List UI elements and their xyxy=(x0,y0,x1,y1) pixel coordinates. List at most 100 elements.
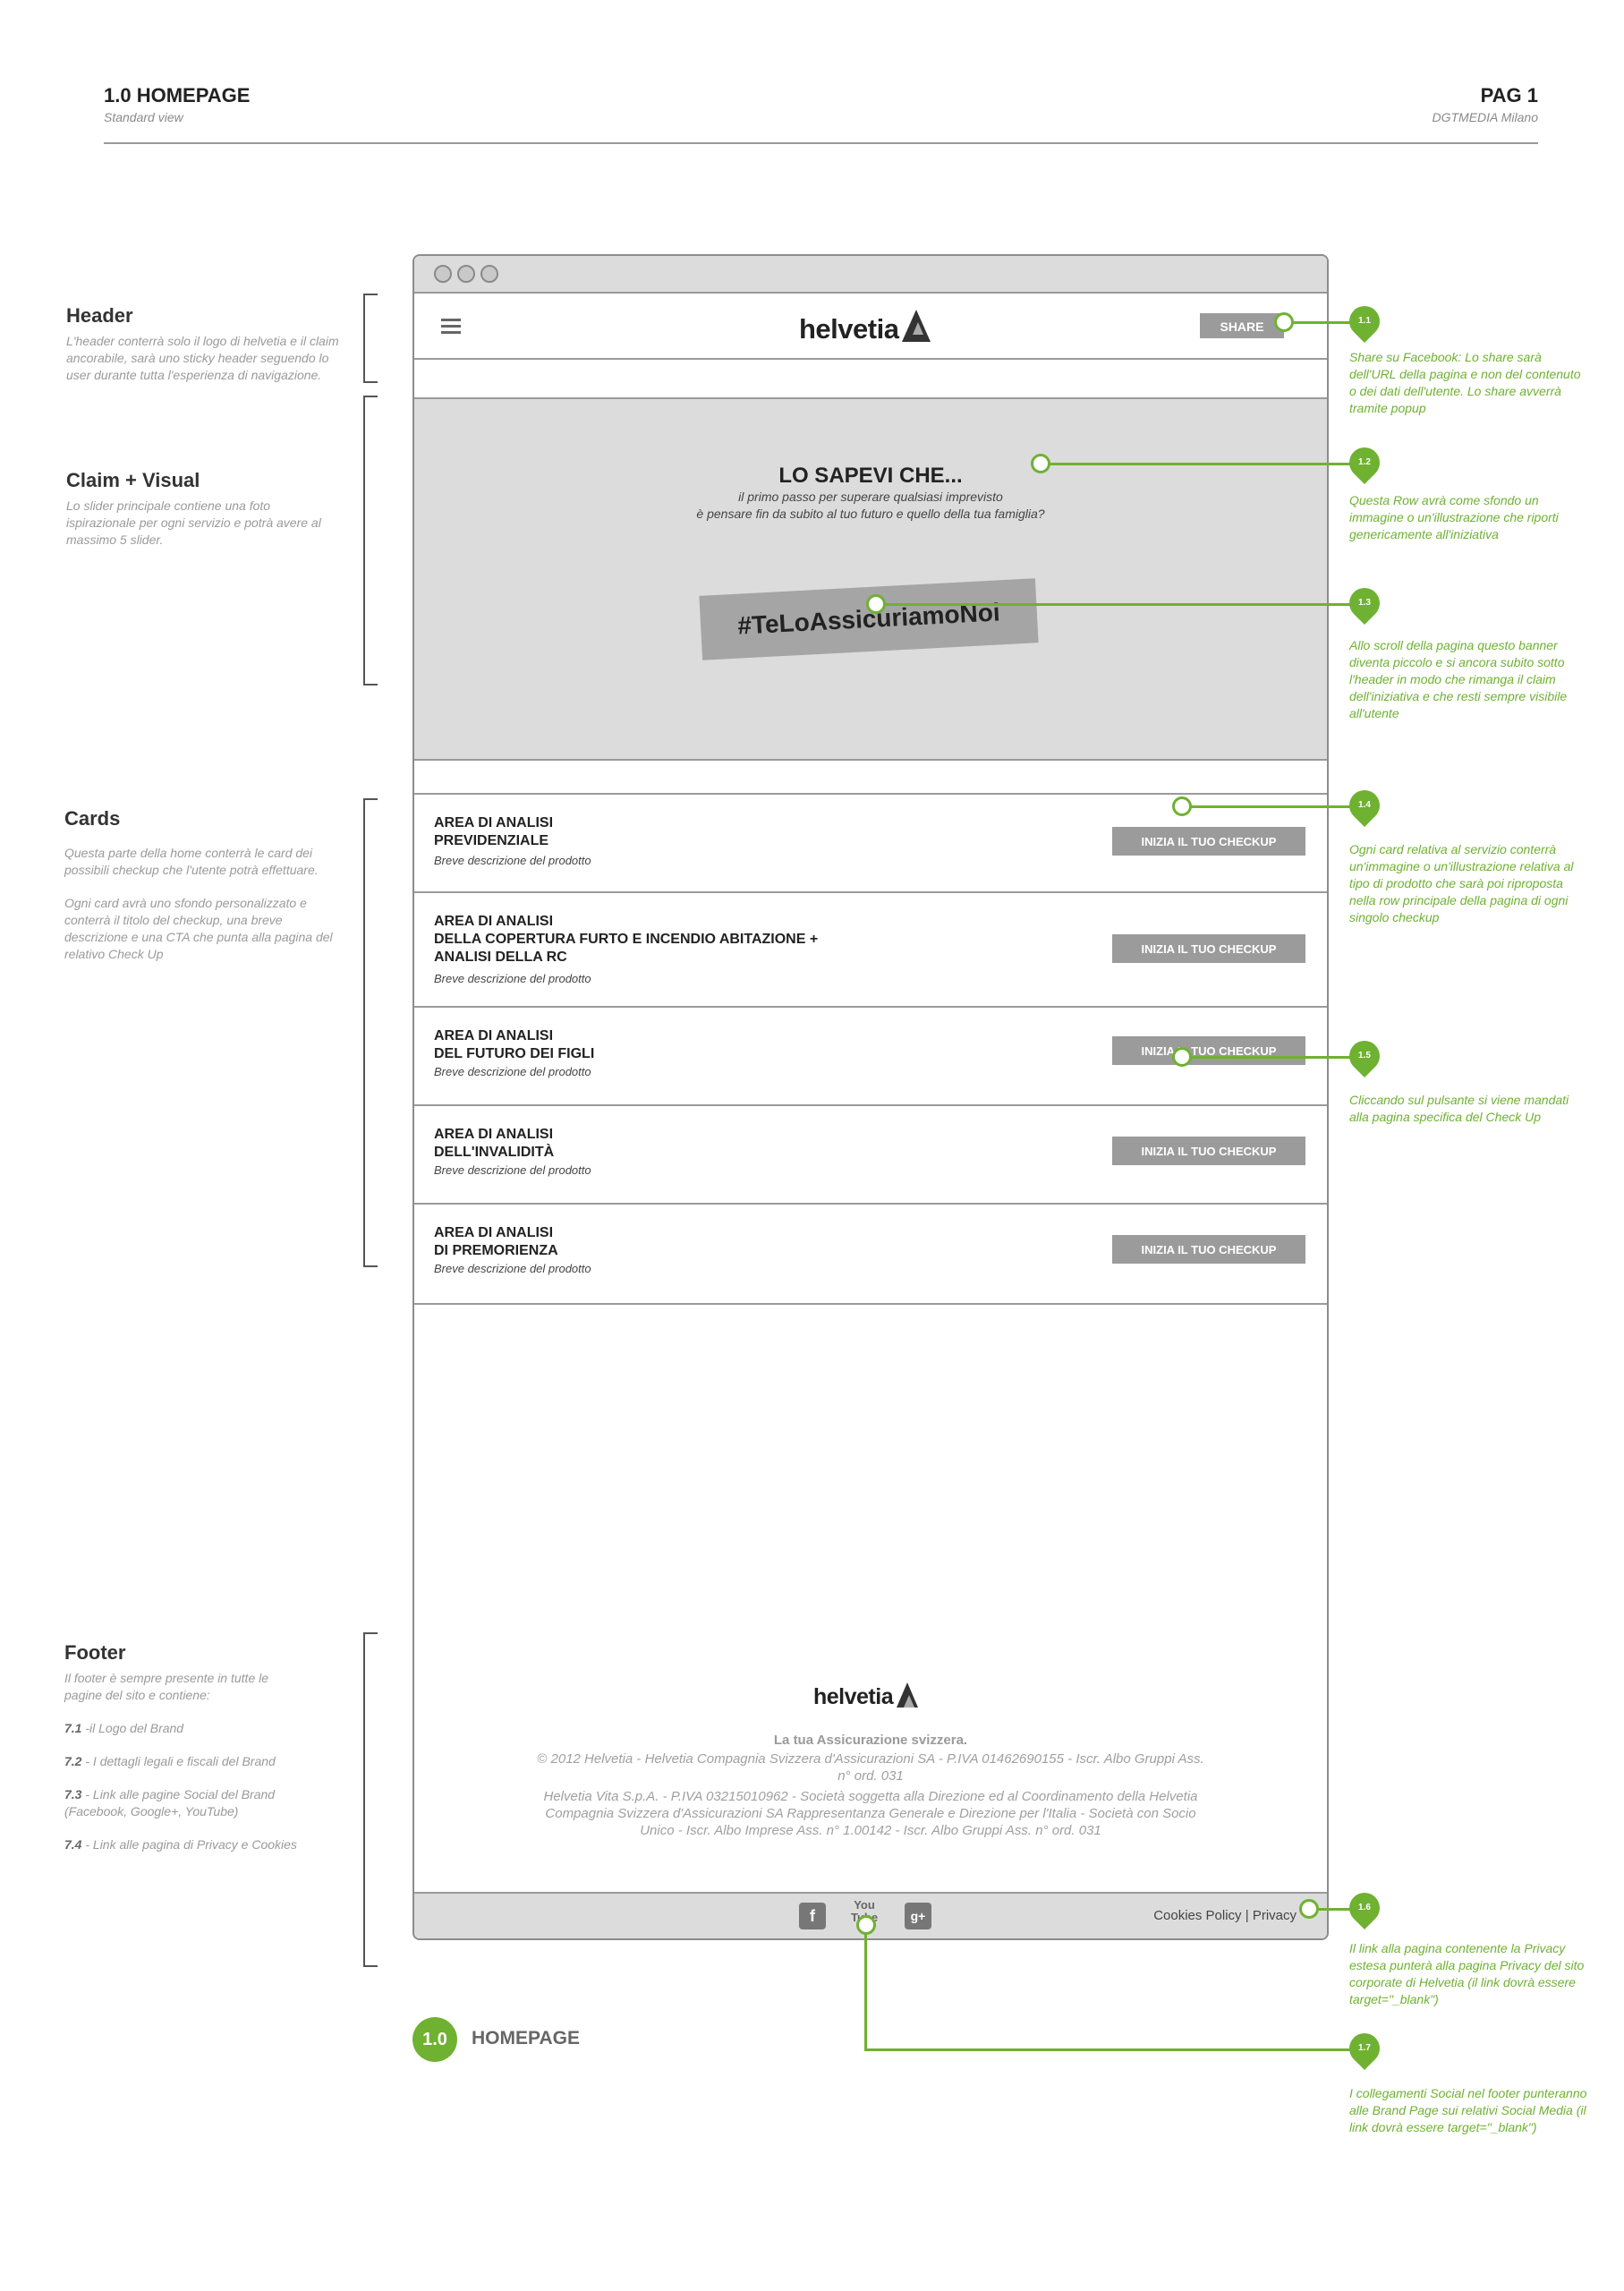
page-number: PAG 1 xyxy=(1480,84,1538,106)
annotation-1-5: Cliccando sul pulsante si viene mandati … xyxy=(1349,1093,1569,1124)
pin-label-1-1: 1.1 xyxy=(1358,316,1371,326)
card-divider xyxy=(414,1104,1327,1106)
connector-1-6 xyxy=(1315,1908,1353,1911)
hamburger-menu-icon[interactable] xyxy=(441,319,461,337)
checkup-button-2[interactable]: INIZIA IL TUO CHECKUP xyxy=(1112,934,1305,963)
cards-section-title: Cards xyxy=(64,807,121,830)
footer-legal-1: © 2012 Helvetia - Helvetia Compagnia Svi… xyxy=(537,1751,1204,1784)
annotation-1-3: Allo scroll della pagina questo banner d… xyxy=(1349,638,1568,720)
claim-bracket xyxy=(363,396,378,686)
helvetia-mark-icon xyxy=(902,310,931,342)
share-button[interactable]: SHARE xyxy=(1200,313,1284,338)
pin-label-1-7: 1.7 xyxy=(1358,2043,1371,2053)
footer-bracket xyxy=(363,1632,378,1967)
header-divider xyxy=(414,358,1327,360)
window-dot-2[interactable] xyxy=(457,265,475,283)
card-divider xyxy=(414,1203,1327,1205)
connector-1-2 xyxy=(1045,463,1353,465)
privacy-link[interactable]: Privacy xyxy=(1252,1908,1297,1923)
claim-section-desc: Lo slider principale contiene una foto i… xyxy=(66,498,321,547)
helvetia-mark-icon xyxy=(897,1682,919,1708)
annotation-1-2: Questa Row avrà come sfondo un immagine … xyxy=(1349,493,1559,541)
pin-label-1-6: 1.6 xyxy=(1358,1903,1371,1912)
footer-links: Cookies Policy | Privacy xyxy=(1153,1908,1297,1923)
header-rule xyxy=(104,142,1538,144)
page-title: 1.0 HOMEPAGE xyxy=(104,84,251,106)
hero-banner xyxy=(414,397,1327,761)
footer-legal-2: Helvetia Vita S.p.A. - P.IVA 03215010962… xyxy=(543,1789,1198,1838)
hero-subtitle-2: è pensare fin da subito al tuo futuro e … xyxy=(696,507,1045,521)
page-subtitle: Standard view xyxy=(104,110,183,124)
card-divider xyxy=(414,891,1327,893)
card-description: Breve descrizione del prodotto xyxy=(434,972,591,985)
card-description: Breve descrizione del prodotto xyxy=(434,1262,591,1275)
footer-section-desc: Il footer è sempre presente in tutte le … xyxy=(64,1670,306,1869)
card-description: Breve descrizione del prodotto xyxy=(434,1065,591,1078)
footer-logo[interactable]: helvetia xyxy=(813,1682,919,1710)
annotation-1-7: I collegamenti Social nel footer puntera… xyxy=(1349,2086,1587,2134)
connector-1-7-h xyxy=(864,2048,1353,2051)
marker-ring-1-5 xyxy=(1172,1047,1192,1067)
header-section-title: Header xyxy=(66,304,133,327)
window-dot-3[interactable] xyxy=(480,265,498,283)
annotation-1-1: Share su Facebook: Lo share sarà dell'UR… xyxy=(1349,350,1581,415)
connector-1-7-v xyxy=(864,1924,867,2051)
marker-ring-1-3 xyxy=(866,594,886,614)
pin-label-1-5: 1.5 xyxy=(1358,1051,1371,1060)
agency-name: DGTMEDIA Milano xyxy=(1432,110,1538,124)
annotation-1-4: Ogni card relativa al servizio conterrà … xyxy=(1349,842,1574,924)
connector-1-3 xyxy=(880,603,1353,606)
browser-title-bar xyxy=(414,256,1327,294)
cards-bottom-divider xyxy=(414,1303,1327,1305)
page-badge-label: HOMEPAGE xyxy=(472,2028,580,2048)
pin-label-1-4: 1.4 xyxy=(1358,800,1371,810)
header-bracket xyxy=(363,294,378,383)
annotation-1-6: Il link alla pagina contenente la Privac… xyxy=(1349,1941,1585,2006)
footer-desc: Il footer è sempre presente in tutte le … xyxy=(64,1671,269,1702)
page-badge: 1.0 xyxy=(412,2017,457,2062)
footer-item-3: 7.3 - Link alle pagine Social del Brand … xyxy=(64,1787,276,1818)
facebook-icon[interactable]: f xyxy=(799,1903,826,1929)
marker-ring-1-7 xyxy=(856,1915,876,1935)
footer-section-title: Footer xyxy=(64,1641,126,1664)
card-description: Breve descrizione del prodotto xyxy=(434,854,591,867)
marker-ring-1-4 xyxy=(1172,796,1192,816)
hero-subtitle-1: il primo passo per superare qualsiasi im… xyxy=(738,490,1003,504)
cards-section-desc: Questa parte della home conterrà le card… xyxy=(64,845,342,979)
checkup-button-5[interactable]: INIZIA IL TUO CHECKUP xyxy=(1112,1235,1305,1264)
footer-item-4: 7.4 - Link alle pagina di Privacy e Cook… xyxy=(64,1837,297,1852)
cards-desc-2: Ogni card avrà uno sfondo personalizzato… xyxy=(64,896,333,961)
checkup-button-4[interactable]: INIZIA IL TUO CHECKUP xyxy=(1112,1137,1305,1165)
marker-ring-1-1 xyxy=(1274,312,1294,332)
link-separator: | xyxy=(1245,1908,1249,1923)
connector-1-4 xyxy=(1186,805,1353,808)
browser-frame: helvetia SHARE LO SAPEVI CHE... il primo… xyxy=(412,254,1329,1940)
window-dot-1[interactable] xyxy=(434,265,452,283)
google-plus-icon[interactable]: g+ xyxy=(905,1903,931,1929)
footer-item-2: 7.2 - I dettagli legali e fiscali del Br… xyxy=(64,1754,276,1768)
marker-ring-1-6 xyxy=(1299,1899,1319,1919)
connector-1-5 xyxy=(1186,1056,1353,1059)
hero-title: LO SAPEVI CHE... xyxy=(778,464,963,488)
connector-1-1 xyxy=(1288,321,1353,324)
cards-bracket xyxy=(363,798,378,1267)
cards-top-divider xyxy=(414,793,1327,795)
card-description: Breve descrizione del prodotto xyxy=(434,1163,591,1177)
cookies-policy-link[interactable]: Cookies Policy xyxy=(1153,1908,1242,1923)
checkup-button-3[interactable]: INIZIA IL TUO CHECKUP xyxy=(1112,1036,1305,1065)
header-section-desc: L'header conterrà solo il logo di helvet… xyxy=(66,334,339,382)
footer-item-1: 7.1 -il Logo del Brand xyxy=(64,1721,184,1735)
header-logo[interactable]: helvetia xyxy=(799,310,931,345)
checkup-button-1[interactable]: INIZIA IL TUO CHECKUP xyxy=(1112,827,1305,856)
pin-label-1-2: 1.2 xyxy=(1358,457,1371,467)
claim-section-title: Claim + Visual xyxy=(66,469,200,491)
